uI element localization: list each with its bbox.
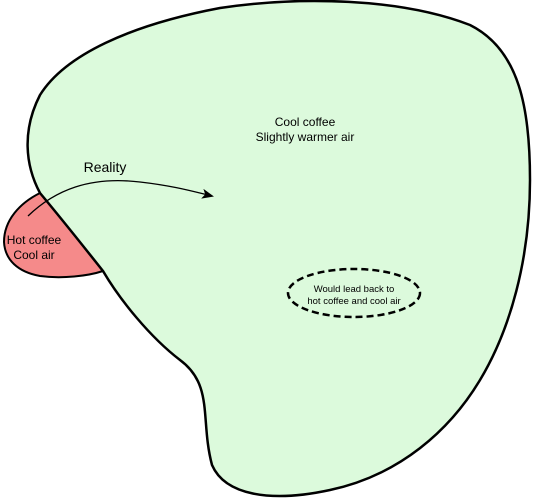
ellipse-label-line1: Would lead back to [314, 284, 395, 295]
reality-arrow [27, 179, 214, 217]
large-region-label-line2: Slightly warmer air [256, 130, 355, 144]
ellipse-label-line2: hot coffee and cool air [307, 296, 400, 307]
return-region-ellipse [286, 267, 422, 319]
arrow-label-reality: Reality [84, 159, 127, 175]
cool-coffee-region [26, 0, 532, 498]
small-region-label-line2: Cool air [13, 248, 54, 262]
small-region-label-line1: Hot coffee [7, 233, 62, 247]
large-region-label-line1: Cool coffee [275, 115, 336, 129]
